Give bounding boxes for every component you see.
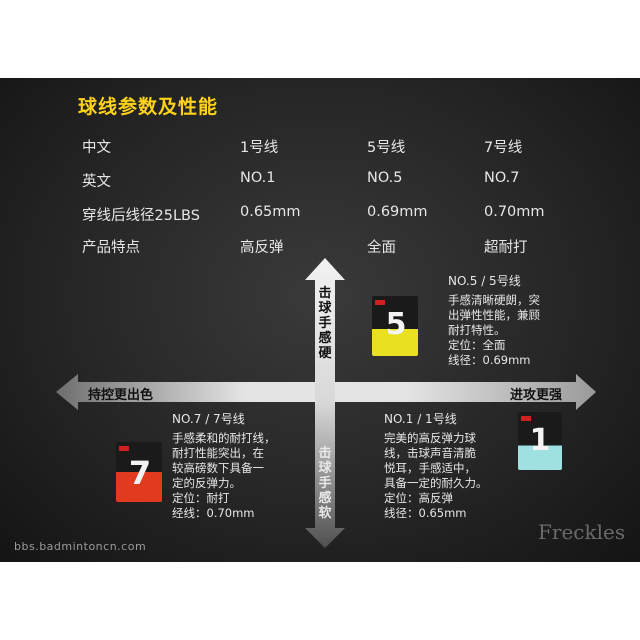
product-no1-line: 悦耳，手感适中， (384, 461, 476, 475)
product-no1-line: 具备一定的耐久力。 (384, 476, 488, 490)
product-no5-line: 耐打特性。 (448, 323, 506, 337)
cell-gauge-1: 0.65mm (240, 204, 301, 220)
product-no1-desc: NO.1 / 1号线 完美的高反弹力球 线，击球声音清脆 悦耳，手感适中， 具备… (384, 412, 488, 521)
product-no7-desc: NO.7 / 7号线 手感柔和的耐打线， 耐打性能突出，在 较高磅数下具备一 定… (172, 412, 276, 521)
cell-feature-7: 超耐打 (484, 240, 528, 256)
cell-chinese-5: 5号线 (367, 140, 406, 156)
svg-text:5: 5 (386, 307, 407, 342)
product-no7-image: 7 (116, 442, 162, 502)
site-watermark: bbs.badmintoncn.com (14, 540, 147, 553)
product-no5-line: 定位：全面 (448, 338, 506, 352)
cell-chinese-1: 1号线 (240, 140, 279, 156)
cell-feature-1: 高反弹 (240, 240, 284, 256)
product-no7-line: 定的反弹力。 (172, 476, 241, 490)
product-no5-image: 5 (372, 296, 418, 356)
row-label-feature: 产品特点 (82, 240, 140, 256)
product-no7-line: 耐打性能突出，在 (172, 446, 264, 460)
product-no1-line: 线径：0.65mm (384, 506, 467, 520)
product-no5-desc: NO.5 / 5号线 手感清晰硬朗，突 出弹性性能，兼顾 耐打特性。 定位：全面… (448, 274, 540, 368)
axis-label-bottom: 击球手感软 (318, 446, 332, 521)
product-no5-heading: NO.5 / 5号线 (448, 274, 521, 288)
cell-chinese-7: 7号线 (484, 140, 523, 156)
content-panel: 球线参数及性能 中文 1号线 5号线 7号线 英文 NO.1 NO.5 NO.7… (0, 78, 640, 562)
product-no5-line: 手感清晰硬朗，突 (448, 293, 540, 307)
cell-feature-5: 全面 (367, 240, 396, 256)
product-no7-line: 定位：耐打 (172, 491, 230, 505)
page-title: 球线参数及性能 (78, 96, 219, 118)
row-label-chinese: 中文 (82, 140, 111, 156)
product-no1-heading: NO.1 / 1号线 (384, 412, 457, 426)
axis-label-right: 进攻更强 (510, 388, 563, 403)
product-no1-line: 线，击球声音清脆 (384, 446, 476, 460)
product-no5-line: 线径：0.69mm (448, 353, 531, 367)
signature-watermark: Freckles (538, 520, 626, 544)
cell-english-7: NO.7 (484, 170, 520, 186)
cell-gauge-5: 0.69mm (367, 204, 428, 220)
axis-label-left: 持控更出色 (88, 388, 154, 403)
product-no7-line: 较高磅数下具备一 (172, 461, 264, 475)
row-label-gauge: 穿线后线径25LBS (82, 208, 200, 224)
product-no1-image: 1 (518, 412, 562, 470)
svg-text:7: 7 (129, 454, 151, 492)
cell-gauge-7: 0.70mm (484, 204, 545, 220)
quadrant-arrows (56, 258, 596, 548)
product-no5-line: 出弹性性能，兼顾 (448, 308, 540, 322)
product-no1-line: 完美的高反弹力球 (384, 431, 476, 445)
row-label-english: 英文 (82, 174, 111, 190)
product-no7-line: 手感柔和的耐打线， (172, 431, 276, 445)
vertical-arrow (305, 258, 345, 548)
product-no7-heading: NO.7 / 7号线 (172, 412, 245, 426)
cell-english-5: NO.5 (367, 170, 403, 186)
axis-label-top: 击球手感硬 (318, 286, 332, 361)
svg-text:1: 1 (530, 423, 551, 458)
cell-english-1: NO.1 (240, 170, 276, 186)
product-no1-line: 定位：高反弹 (384, 491, 453, 505)
product-no7-line: 经线：0.70mm (172, 506, 255, 520)
